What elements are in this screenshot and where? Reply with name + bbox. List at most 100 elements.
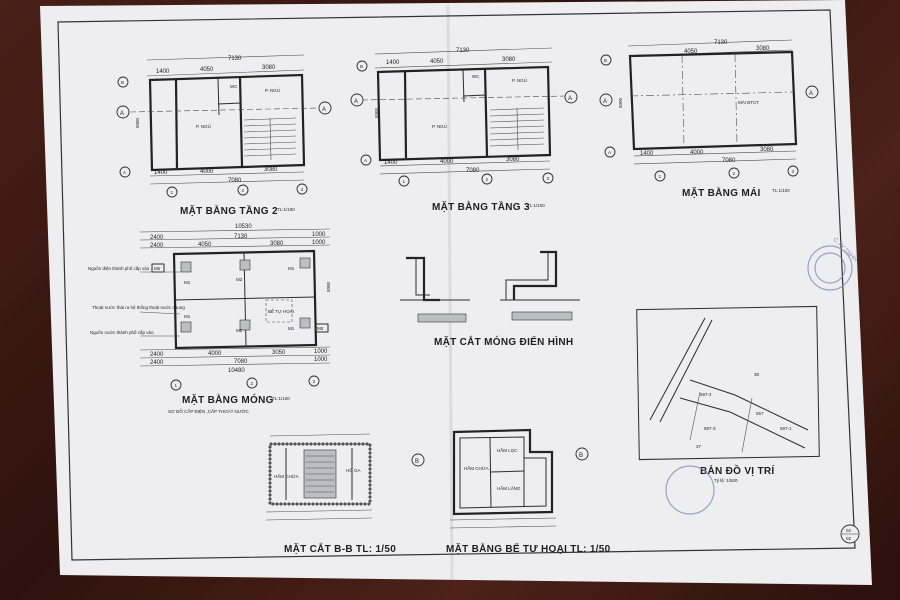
location-title: BẢN ĐỒ VỊ TRÍ	[700, 464, 774, 477]
svg-text:M1: M1	[288, 326, 295, 331]
section-bb-title: MẶT CẮT B-B TL: 1/50	[284, 542, 396, 555]
svg-text:7130: 7130	[234, 234, 248, 240]
svg-text:4000: 4000	[208, 351, 222, 357]
svg-text:A: A	[568, 96, 572, 102]
svg-text:2: 2	[486, 177, 489, 182]
svg-text:4000: 4000	[690, 150, 704, 156]
svg-text:Mtr: Mtr	[154, 266, 161, 271]
svg-text:A: A	[120, 111, 124, 117]
svg-text:5000: 5000	[135, 117, 140, 128]
svg-text:3080: 3080	[262, 65, 276, 71]
svg-text:TL:1/100: TL:1/100	[272, 396, 290, 401]
svg-text:A: A	[364, 158, 367, 163]
svg-text:2: 2	[242, 188, 245, 193]
roof-plan: 7130 4050 3080 MÁI BTCT B A A A 5000 140…	[599, 39, 819, 199]
svg-text:M1: M1	[184, 280, 191, 285]
floor3-title: MẶT BẰNG TẦNG 3	[432, 200, 530, 213]
svg-text:7080: 7080	[228, 178, 242, 184]
svg-text:M1: M1	[288, 266, 295, 271]
svg-text:3080: 3080	[506, 157, 520, 163]
svg-text:1000: 1000	[314, 357, 328, 363]
svg-text:A: A	[608, 150, 611, 155]
svg-text:4050: 4050	[684, 49, 698, 55]
svg-text:7080: 7080	[722, 158, 736, 164]
svg-text:P. NGỦ: P. NGỦ	[512, 77, 527, 83]
svg-text:1: 1	[403, 179, 406, 184]
svg-text:7130: 7130	[456, 48, 470, 54]
svg-text:P. NGỦ: P. NGỦ	[196, 123, 211, 129]
svg-text:P. NGỦ: P. NGỦ	[265, 87, 280, 93]
svg-text:5000: 5000	[326, 281, 331, 292]
svg-text:B: B	[415, 459, 419, 465]
svg-text:M2: M2	[236, 277, 243, 282]
svg-text:A: A	[123, 170, 126, 175]
svg-text:P. NGỦ: P. NGỦ	[432, 123, 447, 129]
svg-text:38: 38	[754, 372, 760, 377]
svg-text:A: A	[322, 107, 326, 113]
paper	[40, 0, 872, 585]
svg-text:5000: 5000	[374, 107, 379, 118]
svg-text:MÁI BTCT: MÁI BTCT	[738, 99, 759, 105]
foundation-plan: 10530 2400 7130 1000 2400 4050 3080 1000…	[88, 224, 331, 414]
svg-text:Thoát nước thải ra hệ thống th: Thoát nước thải ra hệ thống thoát nước c…	[92, 305, 185, 310]
svg-text:A: A	[603, 99, 607, 105]
section-bb: HẦM CHỨA HỐ GA MẶT CẮT B-B TL: 1/50	[265, 433, 396, 555]
svg-text:3: 3	[313, 379, 316, 384]
svg-text:1400: 1400	[156, 69, 170, 75]
svg-text:3080: 3080	[756, 46, 770, 52]
svg-text:TL:1/100: TL:1/100	[772, 188, 790, 193]
svg-text:4050: 4050	[200, 67, 214, 73]
floor2-plan: 7130 1400 4050 3080 WC P. NGỦ P. NGỦ A A	[116, 54, 332, 217]
svg-text:4000: 4000	[200, 169, 214, 175]
svg-text:10480: 10480	[228, 368, 245, 374]
svg-text:1000: 1000	[314, 349, 328, 355]
septic-title: MẶT BẰNG BỂ TỰ HOẠI TL: 1/50	[446, 542, 611, 555]
footing-title: MẶT CẮT MÓNG ĐIỂN HÌNH	[434, 335, 573, 348]
svg-text:1: 1	[659, 174, 662, 179]
svg-text:7130: 7130	[228, 56, 242, 62]
svg-text:HẦM LẮNG: HẦM LẮNG	[497, 484, 521, 491]
svg-text:BỂ TỰ HOẠI: BỂ TỰ HOẠI	[268, 308, 294, 314]
svg-text:597-1: 597-1	[780, 426, 792, 431]
svg-text:TL:1/100: TL:1/100	[277, 207, 295, 212]
svg-text:597-2: 597-2	[700, 392, 712, 397]
svg-text:3080: 3080	[502, 57, 516, 63]
svg-text:1400: 1400	[386, 60, 400, 66]
floor2-title: MẶT BẰNG TẦNG 2	[180, 204, 278, 217]
svg-text:1000: 1000	[312, 232, 326, 238]
floor3-plan: 7130 1400 4050 3080 WC P. NGỦ P. NGỦ A A…	[350, 47, 578, 213]
svg-text:3080: 3080	[760, 147, 774, 153]
svg-text:1: 1	[175, 383, 178, 388]
location-map: 38 597-2 557 597-1 597-3 37 BẢN ĐỒ VỊ TR…	[636, 305, 820, 483]
svg-text:597-3: 597-3	[704, 426, 716, 431]
svg-text:3080: 3080	[270, 241, 284, 247]
svg-text:HẦM LỌC: HẦM LỌC	[497, 447, 518, 453]
footing-section: MẶT CẮT MÓNG ĐIỂN HÌNH	[400, 250, 580, 348]
svg-text:2400: 2400	[150, 352, 164, 358]
svg-text:10530: 10530	[235, 224, 252, 230]
sheet-number: 02 02	[840, 524, 860, 544]
svg-text:1000: 1000	[312, 240, 326, 246]
svg-text:02: 02	[846, 528, 852, 533]
svg-text:WC: WC	[472, 74, 480, 79]
svg-text:Nguồn nước thành phố cấp vào: Nguồn nước thành phố cấp vào	[90, 330, 154, 335]
svg-text:TL:1/100: TL:1/100	[527, 203, 545, 208]
svg-text:2400: 2400	[150, 235, 164, 241]
svg-text:HẦM CHỨA: HẦM CHỨA	[274, 473, 299, 479]
svg-text:557: 557	[756, 411, 764, 416]
svg-text:37: 37	[696, 444, 702, 449]
svg-text:2: 2	[733, 171, 736, 176]
svg-text:B: B	[121, 80, 124, 85]
svg-text:2400: 2400	[150, 243, 164, 249]
svg-text:B: B	[579, 453, 583, 459]
svg-text:2: 2	[251, 381, 254, 386]
svg-text:B: B	[360, 64, 363, 69]
foundation-title: MẶT BẰNG MÓNG	[182, 393, 274, 406]
svg-text:Tỷ lệ: 1/500: Tỷ lệ: 1/500	[714, 477, 738, 483]
svg-text:1400: 1400	[640, 151, 654, 157]
svg-text:4050: 4050	[198, 242, 212, 248]
drawing-border	[57, 9, 856, 561]
svg-text:4050: 4050	[430, 59, 444, 65]
svg-text:SƠ ĐỒ CẤP ĐIỆN ,CẤP THOÁT NƯỚC: SƠ ĐỒ CẤP ĐIỆN ,CẤP THOÁT NƯỚC	[168, 407, 249, 414]
svg-text:M1: M1	[184, 314, 191, 319]
